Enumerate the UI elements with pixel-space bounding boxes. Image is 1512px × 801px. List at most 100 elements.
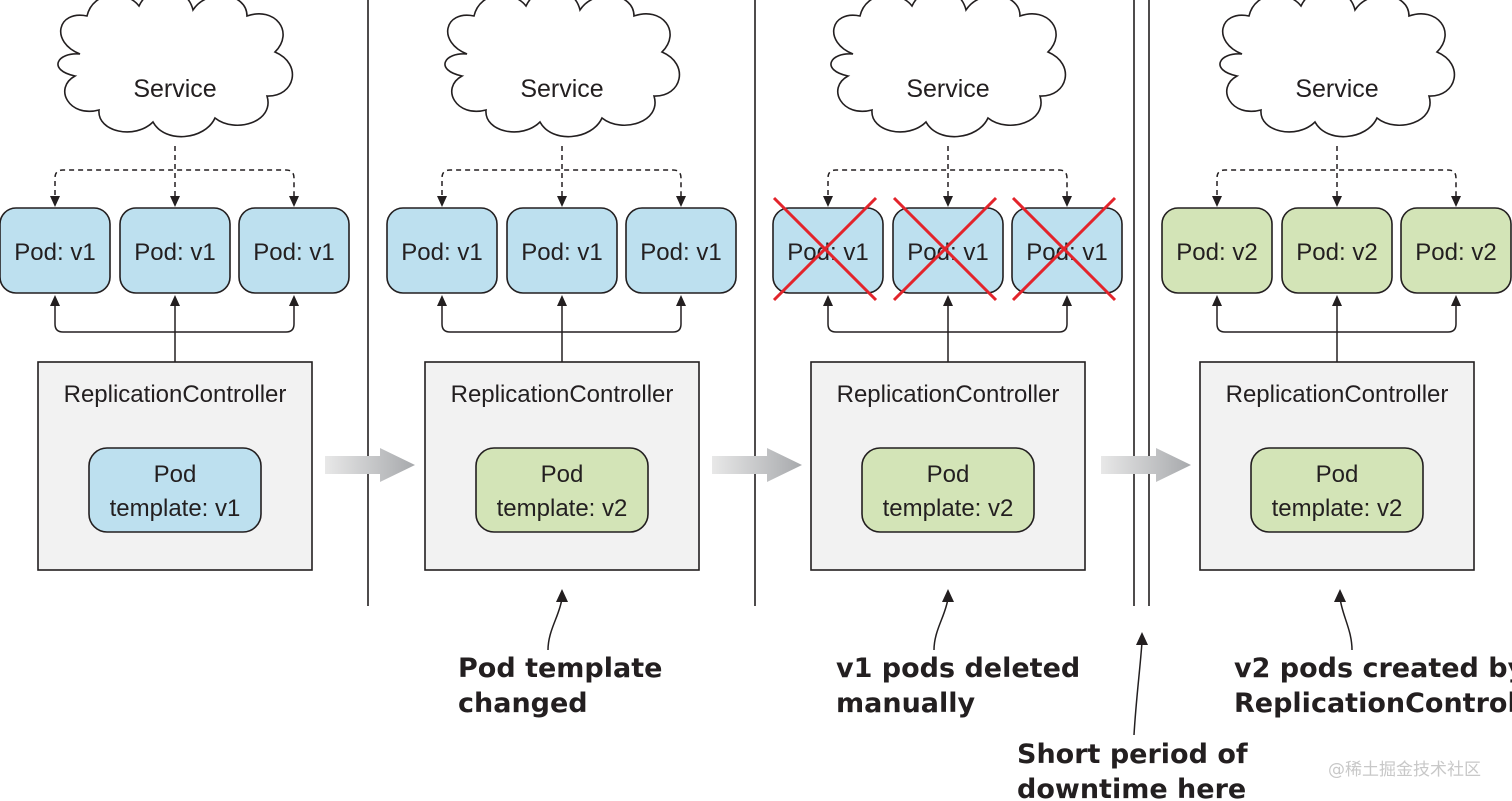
arrowhead-icon (1062, 196, 1072, 207)
pod-label: Pod: v2 (1176, 239, 1257, 266)
controller-label: ReplicationController (837, 381, 1060, 408)
service-connectors (437, 146, 686, 207)
callout-arrow-line (933, 597, 949, 651)
dashed-connector (1216, 169, 1457, 204)
callout-arrowhead-icon (556, 589, 568, 602)
annotation-line-1: v2 pods created by (1234, 653, 1512, 684)
controller-connectors (50, 295, 299, 362)
template-box (88, 447, 262, 533)
dashed-connector (54, 169, 295, 204)
arrowhead-icon (557, 196, 567, 207)
pod: Pod: v2 (1281, 207, 1393, 294)
watermark: @稀土掘金技术社区 (1328, 760, 1481, 780)
pod-box (386, 207, 498, 294)
panel-dividers (367, 0, 1150, 606)
arrowhead-icon (1332, 196, 1342, 207)
pod-box (1161, 207, 1273, 294)
service-cloud: Service (830, 0, 1067, 138)
deleted-cross-icon (1011, 196, 1117, 302)
arrowhead-icon (437, 295, 447, 306)
pod-label: Pod: v2 (1296, 239, 1377, 266)
arrowhead-icon (1212, 196, 1222, 207)
controller-label: ReplicationController (64, 381, 287, 408)
pod: Pod: v1 (625, 207, 737, 294)
pod-label: Pod: v1 (14, 239, 95, 266)
arrowhead-icon (943, 295, 953, 306)
arrowhead-icon (170, 295, 180, 306)
pod: Pod: v1 (1011, 196, 1123, 302)
pod-label: Pod: v1 (134, 239, 215, 266)
pod-box (625, 207, 737, 294)
service-cloud: Service (1219, 0, 1456, 138)
arrowhead-icon (289, 295, 299, 306)
arrowhead-icon (823, 196, 833, 207)
template-label-line-1: Pod (154, 461, 197, 488)
cloud-icon (444, 0, 681, 138)
pod-template: Pod template: v1 (88, 447, 262, 533)
controller-label: ReplicationController (1226, 381, 1449, 408)
pod: Pod: v1 (0, 207, 111, 294)
arrowhead-icon (50, 295, 60, 306)
pod: Pod: v2 (1400, 207, 1512, 294)
transition-arrow-icon-1 (325, 448, 415, 482)
annotation-line-2: manually (836, 688, 976, 719)
pod-box (1400, 207, 1512, 294)
arrowhead-icon (557, 295, 567, 306)
arrowhead-icon (1332, 295, 1342, 306)
arrowhead-icon (50, 196, 60, 207)
arrowhead-icon (1062, 295, 1072, 306)
annotation-pod-template-changed: Pod template changed (458, 589, 662, 719)
arrowhead-icon (1451, 196, 1461, 207)
arrowhead-icon (1451, 295, 1461, 306)
service-label: Service (906, 75, 989, 103)
pod-box (1281, 207, 1393, 294)
arrowhead-icon (823, 295, 833, 306)
annotation-line-2: downtime here (1017, 774, 1246, 801)
template-box (1250, 447, 1424, 533)
dashed-connector (827, 169, 1068, 204)
arrowhead-icon (289, 196, 299, 207)
transition-arrow-icon-2 (712, 448, 802, 482)
annotation-line-1: Short period of (1017, 739, 1248, 770)
arrowhead-icon (1212, 295, 1222, 306)
service-connectors (50, 146, 299, 207)
arrowhead-icon (676, 196, 686, 207)
callout-arrow-line (1133, 641, 1143, 736)
pod-label: Pod: v1 (253, 239, 334, 266)
callout-arrowhead-icon (1334, 589, 1346, 602)
cloud-icon (830, 0, 1067, 138)
pod-template: Pod template: v2 (475, 447, 649, 533)
template-box (475, 447, 649, 533)
service-label: Service (520, 75, 603, 103)
template-label-line-2: template: v1 (110, 495, 241, 522)
pod: Pod: v1 (772, 196, 884, 302)
annotation-downtime: Short period of downtime here (1017, 632, 1248, 801)
pod-box (0, 207, 111, 294)
annotation-line-2: changed (458, 688, 588, 719)
dashed-connector (441, 169, 682, 204)
transition-arrow-icon-3 (1101, 448, 1191, 482)
service-connectors (1212, 146, 1461, 207)
template-label-line-1: Pod (541, 461, 584, 488)
controller-label: ReplicationController (451, 381, 674, 408)
pod: Pod: v1 (892, 196, 1004, 302)
controller-connectors (437, 295, 686, 362)
service-cloud: Service (444, 0, 681, 138)
annotation-line-1: Pod template (458, 653, 662, 684)
template-label-line-1: Pod (927, 461, 970, 488)
pod-label: Pod: v1 (521, 239, 602, 266)
annotation-v1-pods-deleted: v1 pods deleted manually (836, 589, 1080, 719)
service-label: Service (1295, 75, 1378, 103)
arrowhead-icon (676, 295, 686, 306)
template-label-line-2: template: v2 (497, 495, 628, 522)
